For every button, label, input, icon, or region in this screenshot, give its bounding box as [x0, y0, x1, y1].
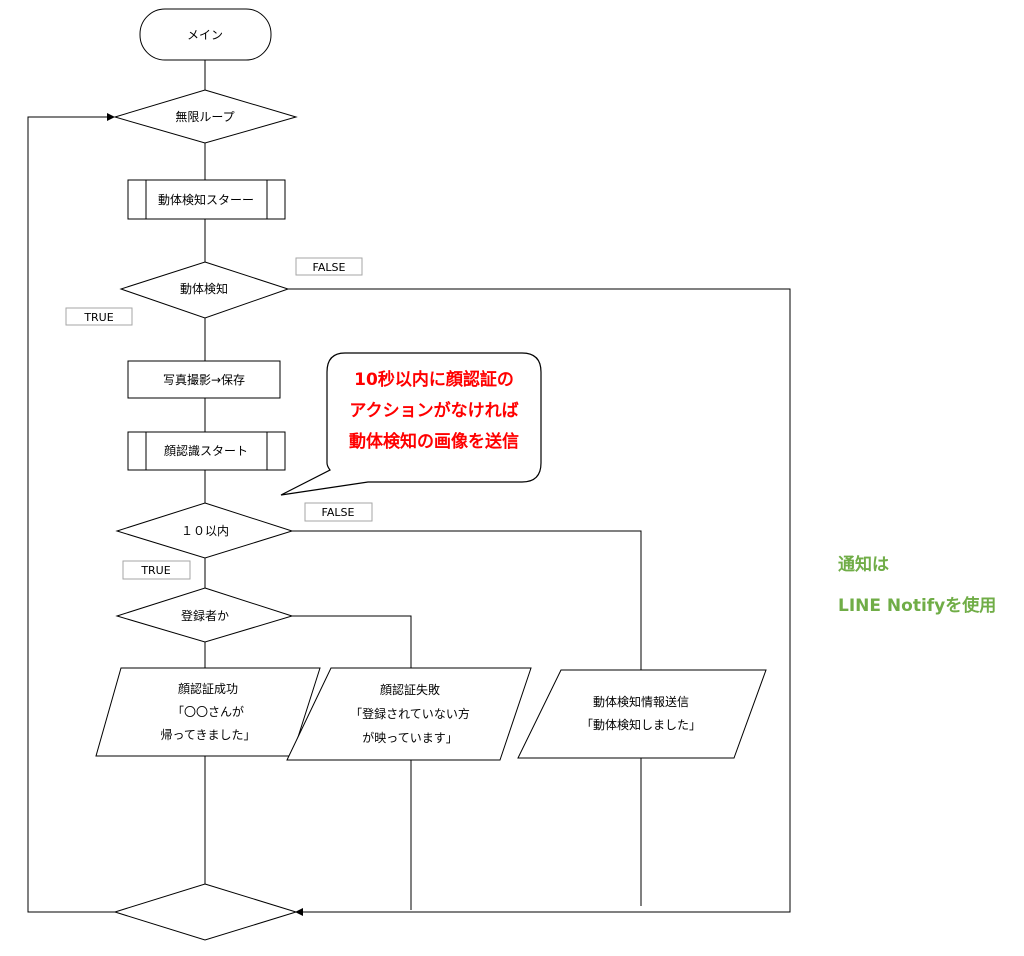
true-label-2: TRUE — [140, 564, 170, 577]
io-motion-send: 動体検知情報送信 「動体検知しました」 — [517, 669, 767, 759]
callout-bubble: 10秒以内に顔認証の アクションがなければ 動体検知の画像を送信 — [280, 352, 542, 496]
decision-registered: 登録者か — [115, 587, 294, 643]
io-face-fail: 顔認証失敗 「登録されていない方 が映っています」 — [286, 667, 532, 761]
face-fail-line-3: が映っています」 — [362, 730, 457, 745]
io-face-success: 顔認証成功 「〇〇さんが 帰ってきました」 — [95, 667, 321, 757]
connector-registered-fail — [292, 615, 412, 668]
photo-save-label: 写真撮影→保存 — [163, 373, 245, 387]
face-fail-line-2: 「登録されていない方 — [350, 706, 470, 721]
false-label-2: FALSE — [322, 506, 355, 519]
callout-line-2: アクションがなければ — [349, 400, 518, 421]
process-photo-save: 写真撮影→保存 — [127, 360, 281, 399]
main-label: メイン — [187, 28, 223, 42]
face-start-label: 顔認識スタート — [164, 443, 248, 458]
process-face-start: 顔認識スタート — [127, 431, 286, 471]
side-note-line-2: LINE Notifyを使用 — [838, 595, 996, 616]
branch-true-2: TRUE — [122, 560, 191, 580]
motion-start-label: 動体検知スターー — [158, 193, 254, 207]
motion-detect-label: 動体検知 — [180, 282, 228, 296]
true-label-1: TRUE — [83, 311, 113, 324]
connectors — [27, 60, 791, 916]
branch-false-2: FALSE — [304, 502, 373, 522]
side-note-line-1: 通知は — [838, 554, 889, 575]
terminal-main: メイン — [139, 8, 272, 61]
face-fail-line-1: 顔認証失敗 — [380, 682, 440, 697]
within-10-label: １０以内 — [181, 524, 229, 538]
connector-detect-false-return — [288, 288, 791, 916]
registered-label: 登録者か — [181, 608, 229, 623]
infinite-loop-label: 無限ループ — [175, 109, 234, 124]
motion-send-line-2: 「動体検知しました」 — [581, 718, 701, 732]
decision-end — [113, 883, 298, 941]
face-success-line-2: 「〇〇さんが — [172, 704, 244, 719]
decision-infinite-loop: 無限ループ — [113, 89, 298, 144]
callout-line-3: 動体検知の画像を送信 — [349, 431, 519, 452]
connector-within10-send — [292, 530, 642, 670]
motion-send-line-1: 動体検知情報送信 — [593, 694, 689, 709]
side-note: 通知は LINE Notifyを使用 — [838, 554, 996, 616]
false-label-1: FALSE — [313, 261, 346, 274]
callout-line-1: 10秒以内に顔認証の — [354, 369, 514, 390]
branch-true-1: TRUE — [65, 307, 133, 326]
face-success-line-1: 顔認証成功 — [178, 681, 238, 696]
connector-loop-back — [27, 113, 115, 913]
branch-false-1: FALSE — [295, 257, 363, 276]
face-success-line-3: 帰ってきました」 — [160, 728, 255, 742]
decision-within-10: １０以内 — [115, 502, 294, 559]
decision-motion-detect: 動体検知 — [119, 261, 290, 319]
process-motion-start: 動体検知スターー — [127, 179, 286, 220]
